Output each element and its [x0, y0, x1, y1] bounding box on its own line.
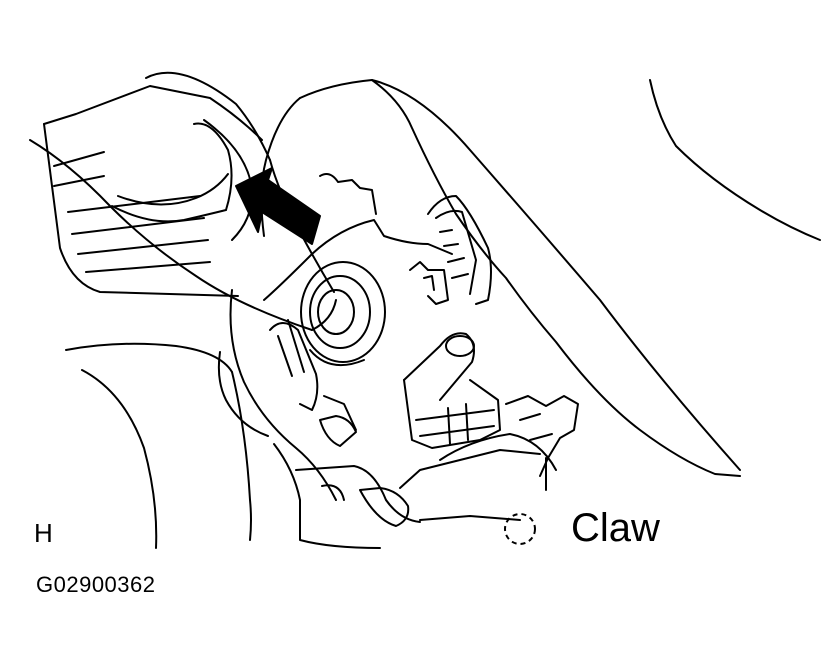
direction-arrow — [235, 167, 321, 245]
view-letter-label: H — [34, 518, 53, 548]
claw-legend-symbol — [504, 513, 536, 545]
figure-code: G02900362 — [36, 572, 156, 597]
lower-bracket — [505, 395, 579, 491]
connector-knob — [403, 332, 501, 449]
column-cover-body — [217, 173, 557, 549]
left-clip-parts — [269, 319, 357, 447]
switch-lever — [409, 195, 492, 305]
instrument-panel-outline — [260, 79, 821, 477]
claw-legend-label: Claw — [571, 506, 660, 550]
lower-panel-slats — [43, 85, 263, 549]
steering-shaft-hub — [300, 261, 386, 367]
